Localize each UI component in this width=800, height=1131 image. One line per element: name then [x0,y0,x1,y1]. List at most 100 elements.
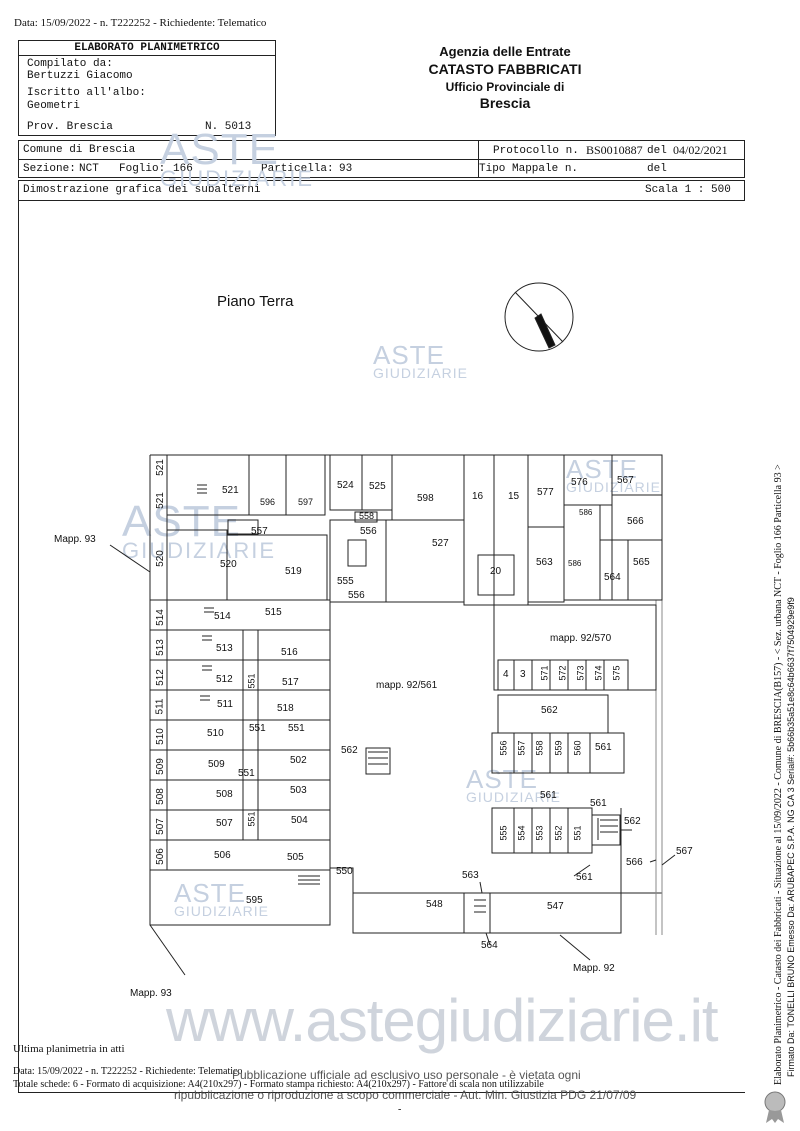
unit-label: 551 [238,768,255,779]
unit-label: 507 [216,818,233,829]
side-text-2: Firmato Da: TONELLI BRUNO Emesso Da: ARU… [786,597,796,1077]
prov: Prov. Brescia [27,121,113,133]
unit-label: 507 [154,818,166,835]
unit-label: 20 [490,566,502,577]
comune: Comune di Brescia [23,144,136,156]
label-mapp93-b: Mapp. 93 [130,988,172,999]
drawing-frame: Dimostrazione grafica dei subalterni Sca… [18,180,745,1093]
unit-label: 505 [287,852,304,863]
unit-label: 511 [154,698,166,715]
unit-label: 561 [590,798,607,809]
unit-label: 556 [360,526,377,537]
unit-label: 515 [265,607,282,618]
unit-label: 550 [336,866,353,877]
side-text-1: Elaborato Planimetrico - Catasto dei Fab… [773,464,784,1085]
unit-label: 514 [214,611,231,622]
unit-label: 563 [536,557,553,568]
unit-label: 597 [298,497,314,507]
unit-label: 511 [217,699,233,710]
unit-label: 551 [246,811,257,827]
scala-label: Scala 1 : 500 [645,184,731,196]
unit-label: 561 [540,790,557,801]
unit-label: 562 [341,745,358,756]
unit-label: 598 [417,493,434,504]
unit-label: 551 [288,723,305,734]
unit-label: 508 [216,789,233,800]
sezione-label: Sezione: [23,163,76,175]
unit-label: 555 [337,576,354,587]
label-mapp92: Mapp. 92 [573,963,615,974]
iscritto-value: Geometri [27,100,80,112]
agency-line2: CATASTO FABBRICATI [428,61,582,77]
unit-label: 502 [290,755,307,766]
unit-label: 586 [568,559,582,568]
pubblicazione-line2: ripubblicazione o riproduzione a scopo c… [174,1088,637,1102]
protocollo-label: Protocollo n. [493,145,579,157]
unit-label: 560 [572,740,583,756]
unit-label: 558 [534,740,545,756]
sezione-value: NCT [79,163,99,175]
protocollo-date: 04/02/2021 [673,143,728,157]
unit-label: 4 [503,669,509,680]
unit-label: 566 [626,857,643,868]
unit-label: 517 [282,677,299,688]
unit-label: 552 [553,825,564,841]
unit-label: 561 [576,872,593,883]
foglio-value: 166 [173,163,193,175]
unit-label: 504 [291,815,308,826]
top-header-line: Data: 15/09/2022 - n. T222252 - Richiede… [14,17,267,29]
unit-label: 564 [604,572,621,583]
unit-label: 551 [246,673,257,689]
unit-label: 524 [337,480,354,491]
unit-label: 557 [516,740,527,756]
unit-label: 513 [216,643,233,654]
unit-label: 553 [534,825,545,841]
unit-label: 518 [277,703,294,714]
unit-label: 521 [154,492,166,509]
unit-label: 509 [154,758,166,775]
unit-label: 513 [154,639,166,656]
ultima-planimetria: Ultima planimetria in atti [13,1043,125,1055]
unit-label: 562 [624,816,641,827]
protocollo-value: BS0010887 [586,143,643,157]
unit-label: 514 [154,609,166,626]
unit-label: 547 [547,901,564,912]
unit-label: 556 [498,740,509,756]
unit-label: 521 [154,459,166,476]
unit-label: 565 [633,557,650,568]
unit-label: 562 [541,705,558,716]
unit-label: 571 [539,665,550,681]
unit-label: 506 [154,848,166,865]
unit-label: 567 [676,846,693,857]
unit-label: 557 [251,526,268,537]
watermark-url: www.astegiudiziarie.it [166,987,719,1054]
unit-label: 577 [537,487,554,498]
north-arrow-icon [504,282,574,352]
floor-title: Piano Terra [217,293,294,310]
unit-label: 596 [260,497,276,507]
unit-label: 520 [220,559,237,570]
footer-line1: Data: 15/09/2022 - n. T222252 - Richiede… [13,1066,243,1077]
unit-label: 527 [432,538,449,549]
compilato-name: Bertuzzi Giacomo [27,70,133,82]
unit-label: 573 [575,665,586,681]
dimostrazione-label: Dimostrazione grafica dei subalterni [23,184,261,196]
unit-label: 555 [498,825,509,841]
unit-label: 15 [508,491,520,502]
agency-line4: Brescia [479,95,531,111]
unit-label: 520 [154,550,166,567]
agency-block: Agenzia delle Entrate CATASTO FABBRICATI… [380,44,630,111]
elaborato-title: ELABORATO PLANIMETRICO [19,41,275,56]
del-label-1: del [647,145,667,157]
unit-label: 516 [281,647,298,658]
iscrizione-number: N. 5013 [205,121,252,133]
pubblicazione-line1: Pubblicazione ufficiale ad esclusivo uso… [232,1068,581,1082]
unit-label: 510 [154,728,166,745]
unit-label: 508 [154,788,166,805]
unit-label: 503 [290,785,307,796]
agency-line1: Agenzia delle Entrate [439,44,571,59]
unit-label: 572 [557,665,568,681]
label-mapp93-a: Mapp. 93 [54,534,96,545]
unit-label: 574 [593,665,604,681]
